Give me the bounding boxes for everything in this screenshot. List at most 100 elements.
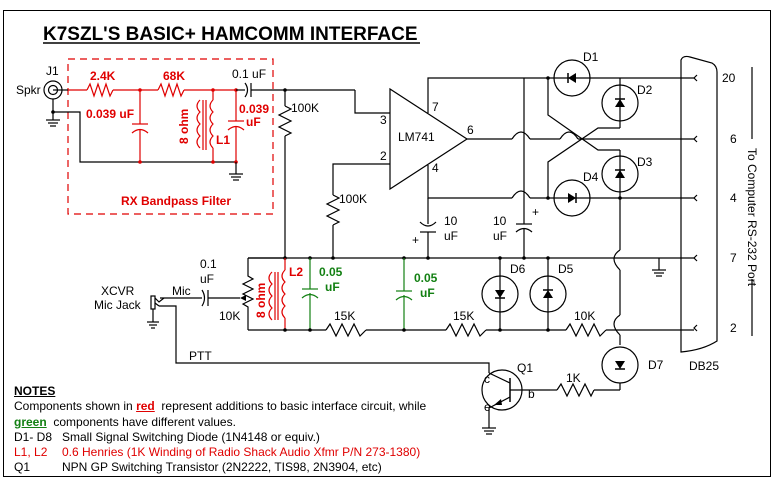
diode-d5-label: D5 [558,262,574,276]
capacitor-10uf-left [419,198,437,258]
diode-d4-label: D4 [583,170,599,184]
resistor-15k-1 [325,322,367,338]
notes-line-1: Components shown in red represent additi… [14,399,426,414]
capacitor-10uf-left-a: 10 [444,214,458,228]
l2-label: L2 [289,265,303,279]
notes-item-inductors: L1, L2 0.6 Henries (1K Winding of Radio S… [14,445,426,460]
diode-d7-icon [601,346,639,384]
opamp-label: LM741 [398,130,435,144]
q1-base-label: b [528,387,535,401]
capacitor-0-039-right [227,90,245,162]
resistor-100k-1-label: 100K [291,101,319,115]
db25-pin-6: 6 [730,132,737,146]
capacitor-10uf-right-b: uF [493,229,507,243]
q1-emitter-label: e [484,400,491,414]
ptt-label: PTT [189,349,212,363]
pin-2-label: 2 [380,149,387,163]
capacitor-0-1uf [244,82,249,98]
diode-d6-icon [481,275,519,313]
notes-section: NOTES Components shown in red represent … [14,384,426,476]
q1-label: Q1 [517,361,533,375]
diode-d1-icon [553,59,591,97]
capacitor-0-039-right-label-b: uF [246,115,261,129]
capacitor-0-05uf-2-label-b: uF [420,286,435,300]
capacitor-10uf-right-plus: + [532,205,539,219]
j1-connector-icon [43,80,68,114]
capacitor-mic-label-a: 0.1 [200,257,217,271]
capacitor-10uf-right-a: 10 [493,214,507,228]
notes-line-1-text: Components shown in [14,399,137,414]
transistor-q1-icon [481,369,550,435]
mic-jack-icon [147,295,165,329]
capacitor-10uf-left-b: uF [444,229,458,243]
mic-label: Mic [172,284,191,298]
db25-pin-arrows [693,74,698,332]
notes-green-key: green [14,414,47,429]
capacitor-0-05uf-1-label-a: 0.05 [319,265,343,279]
diode-d5-icon [529,275,567,313]
db25-connector-icon [680,55,718,353]
notes-red-key: red [136,399,155,414]
pot-10k-label: 10K [219,309,240,323]
spkr-label: Spkr [16,83,41,97]
rs232-port-label: To Computer RS-232 Port [745,148,759,287]
resistor-10k [565,322,607,338]
diode-d7-label: D7 [648,358,664,372]
xcvr-label: XCVR [101,284,135,298]
diode-d2-icon [601,84,639,122]
resistor-100k-2-label: 100K [339,192,367,206]
ground-icon [229,162,243,181]
diode-d6-label: D6 [510,262,526,276]
notes-line-2: green components have different values. [14,415,426,430]
schematic-title: K7SZL'S BASIC+ HAMCOMM INTERFACE [43,24,418,45]
capacitor-0-039-left-label: 0.039 uF [86,107,134,121]
l1-value-label: 8 ohm [177,109,191,144]
capacitor-10uf-right [515,210,533,258]
diode-d2-label: D2 [637,83,653,97]
opamp-lm741 [389,87,469,191]
notes-item-key: D1- D8 [14,429,53,444]
db25-pin-4: 4 [730,191,737,205]
db25-pin-20: 20 [722,71,736,85]
notes-line-2-post: components have different values. [46,414,236,429]
ground-icon [46,112,60,127]
resistor-1k-label: 1K [566,371,581,385]
capacitor-10uf-left-plus: + [412,233,419,247]
resistor-15k-2-label: 15K [453,309,474,323]
pin-3-label: 3 [380,113,387,127]
diode-d1-label: D1 [583,50,599,64]
notes-header: NOTES [14,384,56,398]
resistor-68k-label: 68K [163,69,185,83]
db25-label: DB25 [689,359,719,373]
resistor-10k-label: 10K [574,309,595,323]
pin-7-label: 7 [432,100,439,114]
capacitor-0-1uf-label: 0.1 uF [232,67,266,81]
notes-item-key: Q1 [14,460,31,475]
potentiometer-10k [241,258,255,330]
capacitor-mic-0-1uf [201,289,206,307]
q1-collector-label: c [484,372,490,386]
db25-pin-2: 2 [730,321,737,335]
resistor-68k [157,82,185,98]
resistor-1k [556,382,595,398]
notes-line-1-post: represent additions to basic interface c… [154,399,427,414]
resistor-100k-1 [277,105,293,137]
pin-6-label: 6 [467,123,474,137]
notes-item-text: Small Signal Switching Diode (1N4148 or … [62,429,320,444]
transformer-l1-icon [196,90,214,162]
notes-item-text: 0.6 Henries (1K Winding of Radio Shack A… [62,445,421,460]
capacitor-mic-label-b: uF [200,272,214,286]
diode-d3-label: D3 [637,155,653,169]
db25-pin-7: 7 [730,251,737,265]
j1-label: J1 [46,64,59,78]
l1-label: L1 [216,133,230,147]
resistor-2-4k-label: 2.4K [90,69,116,83]
capacitor-0-039-right-label-a: 0.039 [239,102,269,116]
notes-item-key: L1, L2 [14,445,48,460]
rx-filter-box [67,58,274,215]
mic-jack-label: Mic Jack [94,298,142,312]
resistor-15k-1-label: 15K [334,309,355,323]
capacitor-0-05uf-1 [301,258,319,330]
capacitor-0-05uf-2 [395,258,413,330]
